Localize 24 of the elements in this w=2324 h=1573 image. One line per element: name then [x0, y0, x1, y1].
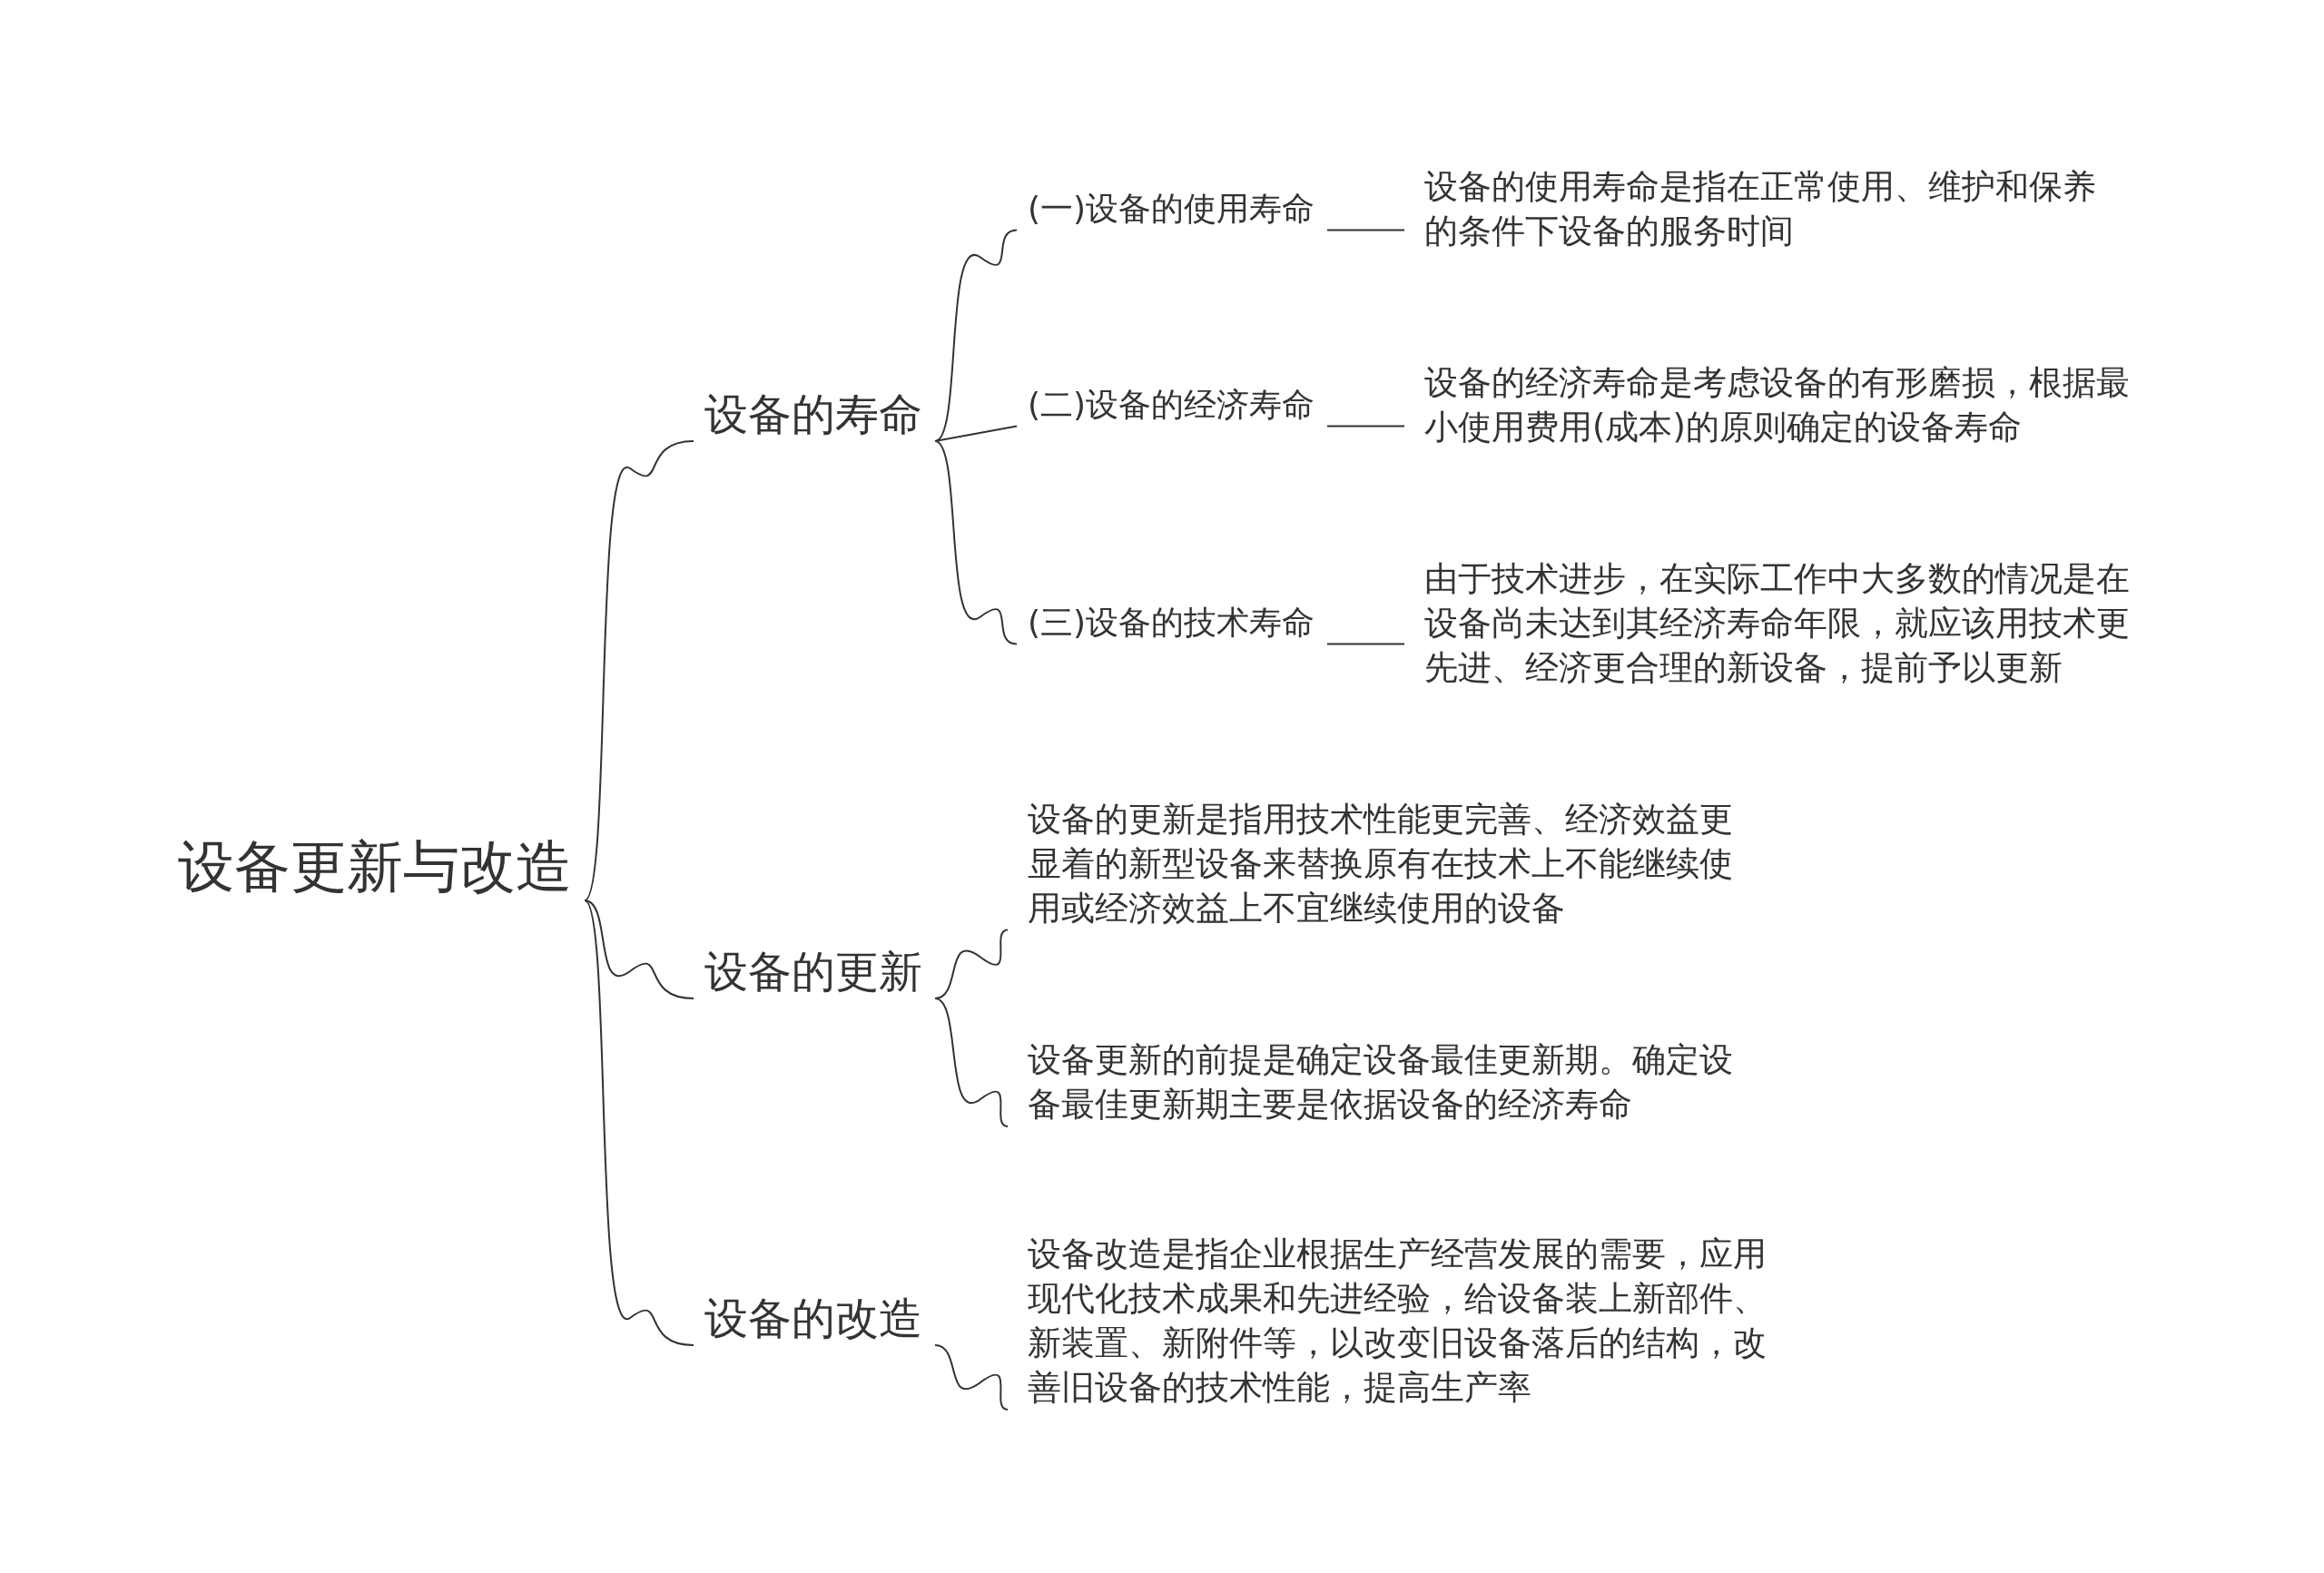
connector-line: [1326, 643, 1405, 645]
connector-line: [1326, 229, 1405, 231]
connector-line: [1326, 425, 1405, 428]
description-text: 设备更新的前提是确定设备最佳更新期。确定设备最佳更新期主要是依据设备的经济寿命: [1028, 1037, 1754, 1126]
connector-line: [934, 229, 1018, 442]
root-topic: 设备更新与改造: [178, 832, 572, 901]
connector-line: [934, 425, 1018, 442]
connector-line: [584, 900, 694, 999]
description-text: 设备的使用寿命是指在正常使用、维护和保养的条件下设备的服务时间: [1424, 164, 2123, 253]
branch-topic: 设备的寿命: [704, 388, 922, 441]
branch-topic: 设备的更新: [704, 946, 922, 998]
branch-topic: 设备的改造: [704, 1293, 922, 1345]
connector-line: [584, 440, 694, 901]
connector-line: [934, 440, 1018, 645]
description-text: 设备的更新是指用技术性能更完善、经济效益更显着的新型设备来替换原有在技术上不能继续使用或经济效益上不宜继续使用的设备: [1028, 796, 1754, 930]
subtopic: (二)设备的经济寿命: [1028, 383, 1315, 427]
connector-line: [934, 1344, 1009, 1411]
description-text: 设备的经济寿命是考虑设备的有形磨损，根据最小使用费用(成本)的原则确定的设备寿命: [1424, 360, 2151, 449]
description-text: 设备改造是指企业根据生产经营发展的需要，应用现代化技术成果和先进经验，给设备装上新部件、新装置、新附件等，以改变旧设备落后的结构，改善旧设备的技术性能，提高生产率: [1028, 1232, 1790, 1410]
subtopic: (三)设备的技术寿命: [1028, 601, 1315, 644]
connector-line: [584, 900, 694, 1346]
description-text: 由于技术进步，在实际工作中大多数的情况是在设备尚未达到其经济寿命年限，就应该用技术更先进、经济更合理的新设备，提前予以更新: [1424, 555, 2151, 690]
subtopic: (一)设备的使用寿命: [1028, 187, 1315, 231]
connector-line: [934, 998, 1009, 1127]
